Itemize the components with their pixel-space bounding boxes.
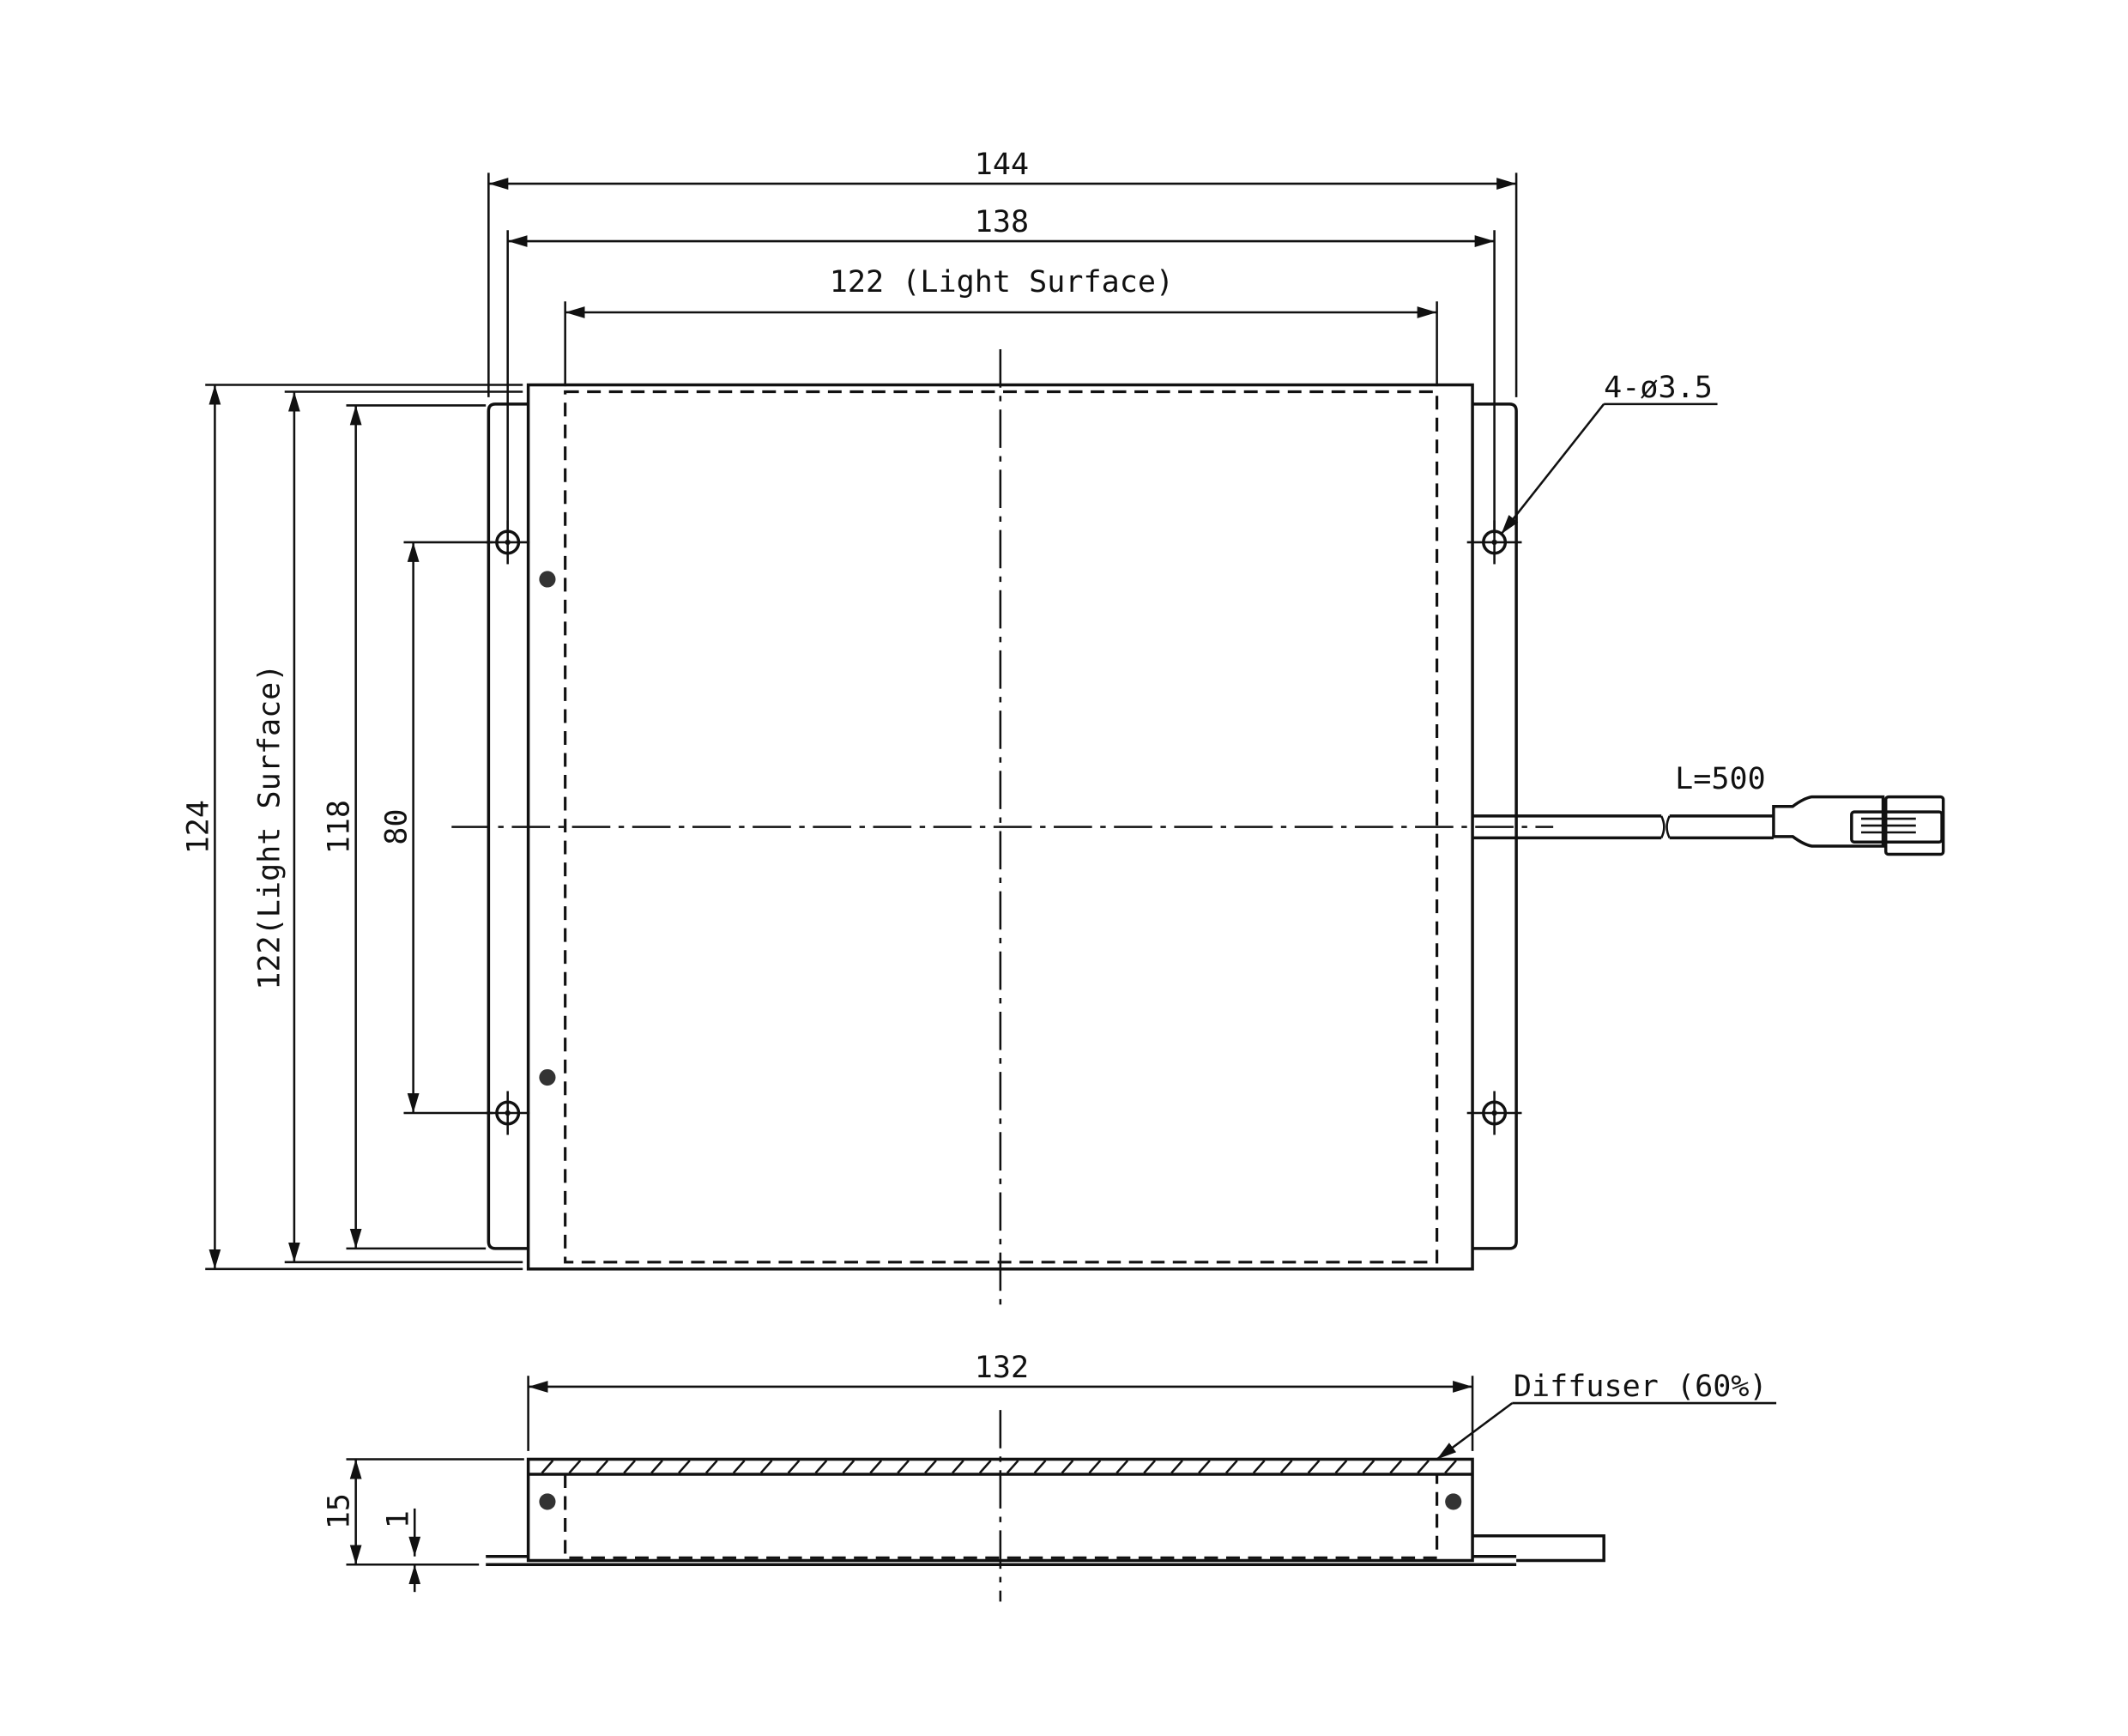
svg-text:124: 124 [180, 800, 215, 854]
hole-callout: 4-ø3.5 [1500, 370, 1718, 535]
top-view: L=500 144 138 122 (Light Surface) 124 [180, 147, 1945, 1308]
hatch-line [1279, 1460, 1293, 1474]
hatch-line [952, 1460, 964, 1474]
side-view: 132 Diffuser (60%) 15 1 [322, 1350, 1777, 1602]
hatch-line [650, 1460, 663, 1474]
dim-132: 132 [527, 1350, 1474, 1451]
screw-icon [1445, 1493, 1462, 1510]
screw-icon [539, 571, 556, 588]
hatch-line [787, 1460, 801, 1474]
dim-118: 118 [322, 404, 487, 1250]
hatch-line [568, 1460, 582, 1474]
dim-15: 15 [322, 1458, 524, 1566]
hatch-line [814, 1460, 828, 1474]
diffuser-callout: Diffuser (60%) [1436, 1369, 1777, 1461]
hatch-line [1225, 1460, 1238, 1474]
hatch-line [1389, 1460, 1403, 1474]
svg-text:Diffuser (60%): Diffuser (60%) [1514, 1369, 1768, 1404]
dim-122-width: 122 (Light Surface) [564, 264, 1438, 387]
screw-icon [539, 1068, 556, 1086]
hatch-line [1334, 1460, 1348, 1474]
hatch-line [1006, 1460, 1019, 1474]
hatch-line [1088, 1460, 1102, 1474]
hatch-line [1362, 1460, 1375, 1474]
hatch-line [1143, 1460, 1157, 1474]
dim-138: 138 [506, 204, 1496, 535]
hatch-line [595, 1460, 609, 1474]
connector-icon [1772, 795, 1885, 848]
svg-text:132: 132 [975, 1350, 1029, 1385]
svg-text:15: 15 [322, 1493, 357, 1529]
svg-text:1: 1 [380, 1510, 415, 1528]
hatch-line [732, 1460, 746, 1474]
hatch-line [1252, 1460, 1266, 1474]
hatch-line [678, 1460, 691, 1474]
cable-length-label: L=500 [1675, 761, 1766, 796]
hatch-line [842, 1460, 855, 1474]
hatch-line [1417, 1460, 1430, 1474]
side-cable [1472, 1534, 1605, 1563]
hatch-line [541, 1460, 554, 1474]
svg-text:118: 118 [322, 800, 357, 854]
hatch-line [1061, 1460, 1074, 1474]
svg-text:122(Light Surface): 122(Light Surface) [251, 664, 287, 990]
hatch-line [1198, 1460, 1211, 1474]
hatch-line [1115, 1460, 1129, 1474]
svg-text:4-ø3.5: 4-ø3.5 [1604, 370, 1713, 405]
hole-icon [1466, 1091, 1522, 1135]
hatch-line [1307, 1460, 1321, 1474]
dim-144: 144 [487, 147, 1518, 397]
dim-122-height: 122(Light Surface) [251, 390, 523, 1264]
svg-text:144: 144 [975, 147, 1029, 182]
hatch-line [1444, 1460, 1457, 1474]
svg-text:80: 80 [379, 809, 414, 845]
hatch-line [623, 1460, 636, 1474]
hatch-line [759, 1460, 773, 1474]
hole-icon [486, 1091, 530, 1135]
hatch-line [869, 1460, 883, 1474]
dim-1: 1 [380, 1508, 421, 1593]
svg-text:138: 138 [975, 204, 1029, 239]
hatch-line [978, 1460, 992, 1474]
hatch-line [704, 1460, 718, 1474]
cable [1472, 795, 1945, 856]
hatch-line [924, 1460, 937, 1474]
svg-text:122 (Light Surface): 122 (Light Surface) [830, 264, 1174, 299]
dim-124: 124 [180, 384, 523, 1271]
hatch-line [1170, 1460, 1183, 1474]
screw-icon [539, 1493, 556, 1510]
hatch-line [1033, 1460, 1047, 1474]
dim-80: 80 [379, 541, 493, 1115]
hatch-line [897, 1460, 910, 1474]
diffuser-hatch [541, 1460, 1457, 1474]
